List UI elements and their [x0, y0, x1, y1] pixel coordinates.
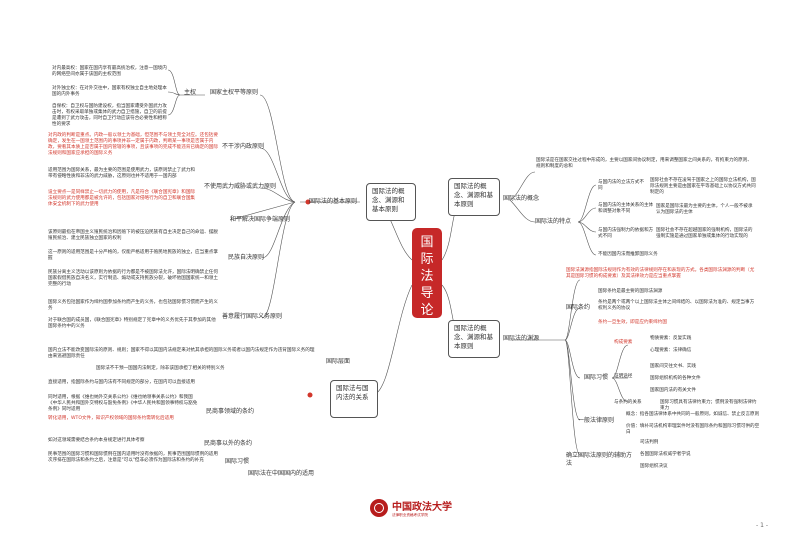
node-custom-china[interactable]: 国际习惯 — [225, 458, 250, 465]
element-material: 物质要素：反复实践 — [650, 336, 692, 341]
node-concept[interactable]: 国际法的概念 — [503, 195, 540, 202]
node-international-level[interactable]: 国际层面 — [326, 358, 351, 365]
node-application-china[interactable]: 国际法在中国国内的适用 — [248, 470, 315, 477]
text-civil-1: 直接适用，指国际条约与国内法有不同规定的部分，在国内可以直接适用 — [48, 380, 196, 385]
node-other-treaties[interactable]: 民商事以外的条约 — [204, 440, 253, 447]
node-civil-treaties[interactable]: 民商事领域的条约 — [206, 408, 255, 415]
feature-2-text: 国家是国际法最为主要的主体，个人一般不被承认为国际法的主体 — [656, 204, 753, 215]
node-elements: 构成要素 — [614, 340, 633, 345]
node-peaceful-settlement[interactable]: 和平解决国际争端原则 — [230, 216, 291, 223]
feature-1: 与国内法的立法方式不同 — [598, 180, 644, 191]
text-international-level-2: 国际法不干预一国国内法制定，除非该国承担了相关的特别义务 — [96, 366, 225, 371]
text-concept: 国际法是在国家交往过程中形成的，主要以国家间协议制定，用来调整国家之间关系的，有… — [536, 158, 752, 169]
text-international-level-1: 国内立法不能改变国际法的原则、规则；国家不得以其国内法规定来对抗其承担的国际义务… — [48, 348, 315, 359]
text-other: 如对这领域需要结合条约本身规定进行具体考察 — [48, 438, 145, 443]
node-auxiliary[interactable]: 确立国际法原则的辅助方法 — [566, 452, 633, 467]
node-features[interactable]: 国际法的特点 — [535, 218, 572, 225]
node-basic-principles[interactable]: 国际法的基本原则 — [309, 198, 358, 205]
text-no-force-key: 设立要点一是同样禁止一切武力的使用，凡是符合《联合国宪章》和国际法规则的武力使用… — [48, 190, 196, 207]
node-self-determination[interactable]: 民族自决原则 — [228, 254, 265, 261]
text-treaty-1: 国际条约是最主要的国际法渊源 — [598, 289, 663, 294]
node-good-faith[interactable]: 善意履行国际义务原则 — [222, 313, 283, 320]
node-custom[interactable]: 国际习惯 — [584, 374, 609, 381]
text-general-1: 概念：指各国法律体系中共同的一般原则，如诚信、禁止反言原则 — [626, 412, 760, 417]
node-noninterference[interactable]: 不干涉内政原则 — [222, 143, 265, 150]
aux-1: 司法判例 — [640, 440, 659, 445]
branch-concept-right[interactable]: 国际法的概念、渊源和基本原则 — [448, 178, 500, 216]
text-effect: 国际习惯具有法律约束力；惯例没有强制法律约束力 — [660, 400, 757, 411]
text-selfdet-2: 这一原则的适用范围是十分严格的，仅能严格适用于殖民地民族的独立，应当重点掌握 — [48, 250, 218, 261]
node-treaty[interactable]: 国际条约 — [566, 304, 591, 311]
text-general-2: 价值：填补司法机构审理案件时没有国际条约和国际习惯可供的空白 — [626, 424, 760, 435]
text-noninterference-key: 对内政的判断是重点。内政一般以领土为基础，但范围不与领土完全对应。还包括要确定，… — [48, 133, 218, 156]
text-treaty-key: 条约一旦生效，即是应约束缔约国 — [598, 320, 667, 325]
node-proof: 证明途径 — [614, 374, 633, 379]
text-civil-key: 转化适用，WTO文件，知识产权领域的国际条约需转化后适用 — [48, 416, 174, 421]
feature-1-text: 国际社会不存在凌驾于国家之上的国际立法机构，国际法规则主要是由国家在平等基础上以… — [650, 178, 756, 195]
node-general-principles[interactable]: 一般法律原则 — [578, 417, 615, 424]
proof-2: 国际组织机构的各种文件 — [650, 376, 701, 381]
node-sovereignty: 主权 — [184, 89, 197, 96]
text-treaty-2: 条约是两个或两个以上国际法主体之间缔结的、以国际法为准的、规定当事方权利义务的协… — [598, 300, 755, 311]
text-no-force-1: 适用范围为国际关系，最为主要的范围是使用武力，该原则禁止了武力和带有侵略性质和非… — [48, 168, 196, 179]
feature-4: 不能因国内法而推卸国际义务 — [598, 252, 658, 257]
text-custom-china: 民事范围的国际习惯和国际惯例在国内适用时没有依据的，民事范围国际惯例的适用次序排… — [48, 452, 218, 463]
node-sources[interactable]: 国际法的渊源 — [503, 335, 540, 342]
proof-3: 国家国内法的有关文件 — [650, 388, 696, 393]
aux-3: 国际组织决议 — [640, 464, 668, 469]
feature-3: 与国内法强制力的依据和方式不同 — [598, 228, 654, 239]
university-logo: 中国政法大学 法律职业资格考试学院 — [370, 498, 452, 518]
element-psych: 心理要素：法律确信 — [650, 348, 692, 353]
branch-domestic-relation[interactable]: 国际法与国内法的关系 — [330, 380, 378, 418]
feature-3-text: 国际社会不存在超越国家的强制机构，国际法的强制实施是通过国家单独或集体的行动实现… — [656, 228, 753, 239]
text-sovereignty-2: 对外独立权：在对外交往中，国家有权独立自主地处理本国的内外事务 — [52, 86, 167, 97]
logo-subtitle: 法律职业资格考试学院 — [392, 513, 428, 517]
text-selfdet-3: 民族分离主义活动以该原则为依据的行为都是不被国际法允许，国际法明确禁止任何国家假… — [48, 270, 218, 287]
text-civil-2: 同时适用，根据《维也纳外交关系公约》《维也纳领事关系公约》和我国《中华人民共和国… — [48, 395, 198, 412]
proof-1: 国家间交往文书、实践 — [650, 364, 696, 369]
branch-concept-left[interactable]: 国际法的概念、渊源和基本原则 — [366, 183, 416, 221]
branch-sources[interactable]: 国际法的概念、渊源和基本原则 — [448, 320, 500, 358]
seal-icon — [370, 499, 388, 517]
page-number: - 1 - — [756, 522, 768, 529]
central-topic[interactable]: 国际法导论 — [412, 228, 442, 318]
feature-2: 与国内法的主体关系的主体和调整对象不同 — [598, 203, 654, 214]
text-good-faith-1: 国际义务包括国家作为缔约国参加条约而产生的义务，也包括国际惯习惯而产生的义务 — [48, 300, 218, 311]
aux-2: 各国国际法权威学者学说 — [640, 452, 691, 457]
text-sovereignty-1: 对内最高权：国家在国内享有最高统治权，注意一国境内的网络空间亦属于该国的主权范围 — [52, 66, 167, 77]
text-sovereignty-3: 自保权：自卫权与国防建设权，指当国家遭受外国武力攻击时，有权采取单独或集体的武力… — [52, 104, 167, 127]
text-sources-key: 国际法渊源指国际法规则作为有效的法律规则存在和表现的方式。各类国际法渊源的判断（… — [566, 268, 755, 279]
node-sovereignty-principle[interactable]: 国家主权平等原则 — [210, 89, 259, 96]
text-selfdet-1: 该原则最指在帝国主义殖民统治和因殖下的被压迫民族有自主决定自己的命运、摆脱殖民统… — [48, 230, 218, 241]
node-no-force[interactable]: 不使用武力威胁或武力原则 — [204, 183, 277, 190]
text-good-faith-2: 对于联合国的成员国，《联合国宪章》特别规定了宪章中的义务优先于其参加的其他国际条… — [48, 318, 216, 329]
logo-name: 中国政法大学 — [392, 502, 452, 513]
node-effect: 与条约的关系 — [614, 400, 642, 405]
